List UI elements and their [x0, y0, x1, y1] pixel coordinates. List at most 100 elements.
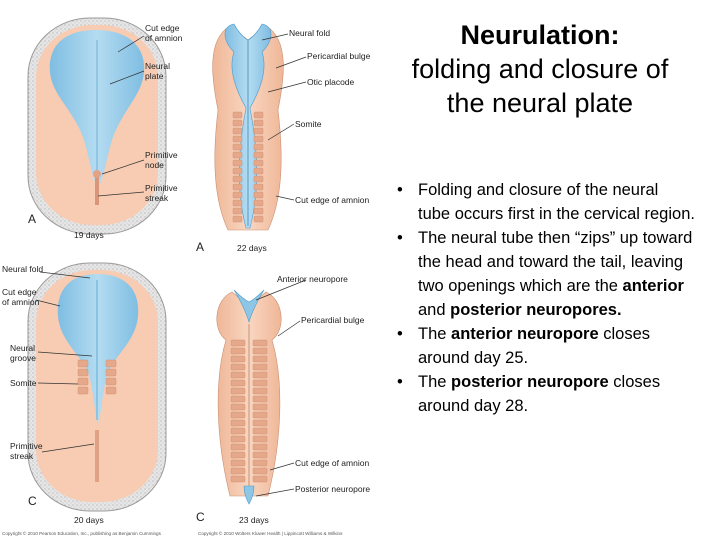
- embryo-20-days: [27, 262, 167, 512]
- somite: [252, 347, 268, 355]
- somites-23: [230, 339, 268, 483]
- panel-letter-c-right: C: [196, 510, 205, 524]
- somite: [230, 475, 246, 483]
- bullet-text: The neural tube then “zips” up toward th…: [418, 229, 693, 295]
- somite: [253, 119, 264, 127]
- somite: [252, 475, 268, 483]
- embryo-19-days: [27, 17, 167, 235]
- somite: [253, 183, 264, 191]
- bullet-bold-text: posterior neuropore: [451, 373, 609, 391]
- bullet-text: closes around day 25.: [418, 325, 650, 367]
- label-primitive-streak-2: streak: [145, 193, 169, 203]
- labels-19-days: Cut edge of amnion Neural plate Primitiv…: [28, 23, 183, 240]
- label-cut-edge-amnion: Cut edge: [2, 287, 37, 297]
- somite: [232, 167, 243, 175]
- neural-fold-20: [57, 274, 139, 424]
- somite: [252, 379, 268, 387]
- somite: [252, 395, 268, 403]
- label-otic-placode: Otic placode: [307, 77, 355, 87]
- somite: [252, 371, 268, 379]
- label-cut-edge-amnion-2: of amnion: [2, 297, 40, 307]
- label-cut-edge-amnion-2: of amnion: [145, 33, 183, 43]
- label-primitive-streak-2: streak: [10, 451, 34, 461]
- somite: [230, 467, 246, 475]
- label-primitive-node-2: node: [145, 160, 164, 170]
- somite: [230, 411, 246, 419]
- somite: [232, 111, 243, 119]
- label-19-days: 19 days: [74, 230, 104, 240]
- somite: [253, 207, 264, 215]
- somite: [105, 377, 117, 386]
- bullet-list: Folding and closure of the neural tube o…: [395, 178, 695, 418]
- somite: [230, 435, 246, 443]
- label-22-days: 22 days: [237, 243, 267, 253]
- somite: [232, 119, 243, 127]
- somite: [253, 135, 264, 143]
- somite: [253, 127, 264, 135]
- somite: [252, 435, 268, 443]
- label-20-days: 20 days: [74, 515, 104, 525]
- labels-22-days: Neural fold Pericardial bulge Otic placo…: [196, 28, 371, 254]
- bullet-item: The posterior neuropore closes around da…: [395, 370, 695, 418]
- somite: [252, 459, 268, 467]
- somite: [232, 183, 243, 191]
- somite: [230, 419, 246, 427]
- somite: [252, 467, 268, 475]
- bullet-text: and: [418, 301, 451, 319]
- somites-22: [232, 111, 264, 223]
- somite: [252, 363, 268, 371]
- panel-letter-a-right: A: [196, 240, 204, 254]
- panel-letter-c-left: C: [28, 494, 37, 508]
- somite: [77, 359, 89, 368]
- somite: [252, 339, 268, 347]
- label-posterior-neuropore: Posterior neuropore: [295, 484, 370, 494]
- somite: [105, 359, 117, 368]
- somites-20: [77, 359, 117, 395]
- somite: [77, 368, 89, 377]
- somite: [230, 363, 246, 371]
- somite: [105, 386, 117, 395]
- label-cut-edge-amnion: Cut edge: [145, 23, 180, 33]
- somite: [252, 427, 268, 435]
- primitive-node: [93, 170, 101, 178]
- slide-title-rest: folding and closure of the neural plate: [411, 54, 669, 118]
- somite: [252, 443, 268, 451]
- label-neural-groove: Neural: [10, 343, 35, 353]
- somite: [230, 427, 246, 435]
- label-neural-fold: Neural fold: [289, 28, 330, 38]
- copyright-right: Copyright © 2010 Wolters Kluwer Health |…: [198, 530, 343, 536]
- label-pericardial-bulge: Pericardial bulge: [301, 315, 365, 325]
- somite: [252, 403, 268, 411]
- somite: [77, 377, 89, 386]
- primitive-streak: [95, 430, 99, 482]
- label-neural-groove-2: groove: [10, 353, 36, 363]
- neurulation-figure: Cut edge of amnion Neural plate Primitiv…: [2, 17, 371, 536]
- bullet-text: closes around day 28.: [418, 373, 661, 415]
- label-somite: Somite: [10, 378, 37, 388]
- somite: [253, 191, 264, 199]
- somite: [252, 451, 268, 459]
- bullet-item: The anterior neuropore closes around day…: [395, 322, 695, 370]
- somite: [252, 387, 268, 395]
- somite: [253, 199, 264, 207]
- label-anterior-neuropore: Anterior neuropore: [277, 274, 348, 284]
- primitive-streak: [95, 175, 99, 205]
- somite: [230, 459, 246, 467]
- somite: [232, 175, 243, 183]
- embryo-23-days: [216, 289, 282, 505]
- label-primitive-streak: Primitive: [10, 441, 43, 451]
- somite: [232, 191, 243, 199]
- bullet-text: Folding and closure of the neural tube o…: [418, 181, 695, 223]
- somite: [253, 151, 264, 159]
- somite: [232, 143, 243, 151]
- label-pericardial-bulge: Pericardial bulge: [307, 51, 371, 61]
- somite: [230, 339, 246, 347]
- somite: [77, 386, 89, 395]
- label-primitive-node: Primitive: [145, 150, 178, 160]
- bullet-bold-text: anterior: [622, 277, 684, 295]
- label-primitive-streak: Primitive: [145, 183, 178, 193]
- bullet-bold-text: posterior neuropores.: [450, 301, 622, 319]
- copyright-left: Copyright © 2010 Pearson Education, Inc.…: [2, 530, 162, 536]
- slide-title: Neurulation: folding and closure of the …: [405, 18, 675, 120]
- somite: [232, 215, 243, 223]
